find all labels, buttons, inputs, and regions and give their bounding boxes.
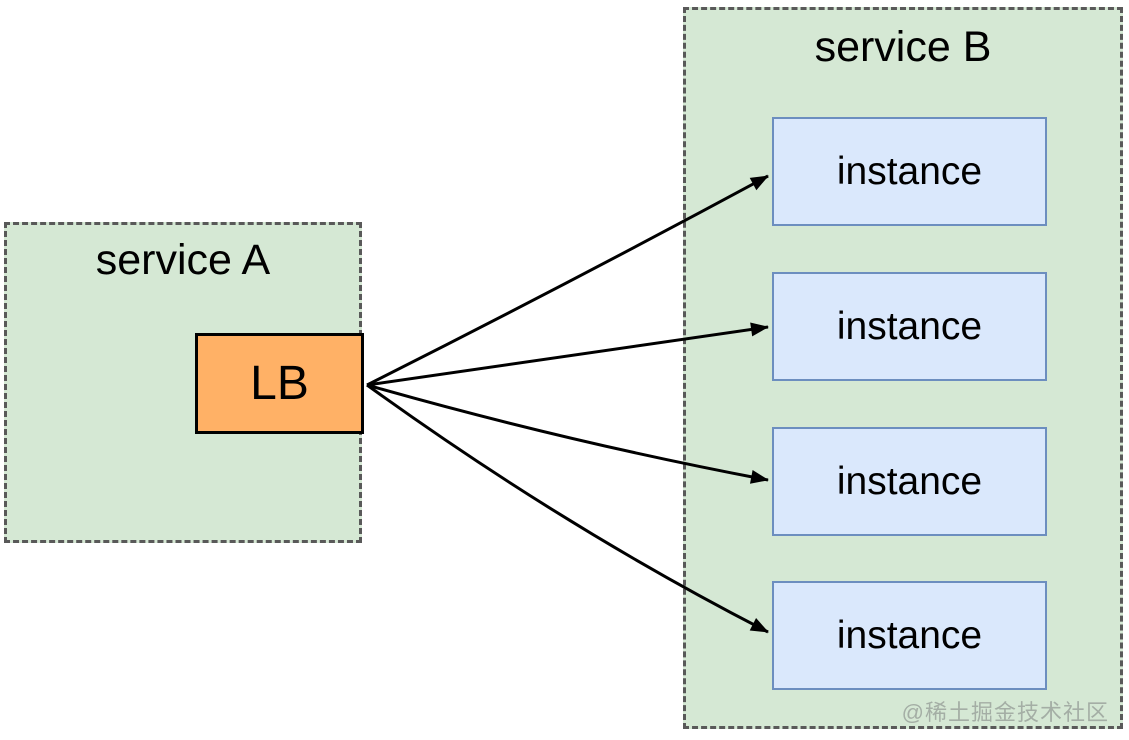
instance-node: instance (772, 581, 1047, 690)
instance-node: instance (772, 117, 1047, 226)
instance-node: instance (772, 272, 1047, 381)
instance-label: instance (836, 149, 983, 193)
instance-label: instance (836, 459, 983, 503)
watermark-text: @稀土掘金技术社区 (901, 700, 1109, 725)
service-b-label: service B (814, 23, 992, 71)
load-balancer-label: LB (250, 357, 309, 410)
service-a-label: service A (95, 236, 271, 284)
instance-label: instance (836, 304, 983, 348)
instance-node: instance (772, 427, 1047, 536)
instance-label: instance (836, 613, 983, 657)
load-balancer-node: LB (195, 333, 364, 434)
